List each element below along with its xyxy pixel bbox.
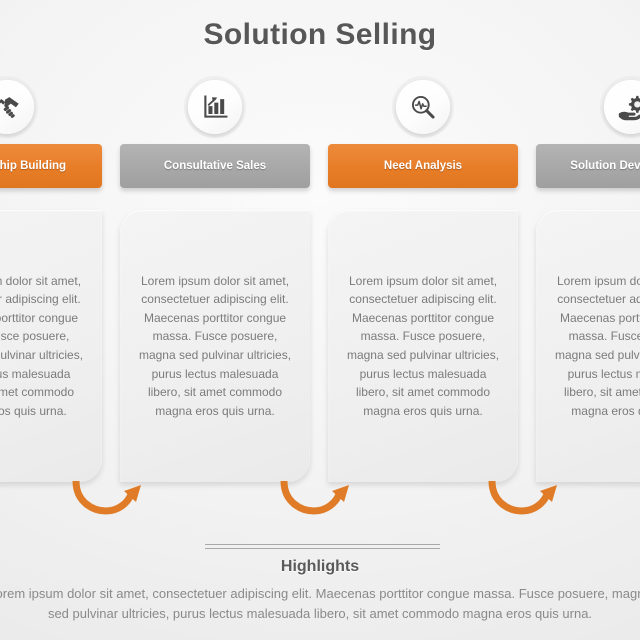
column-body-card: Lorem ipsum dolor sit amet, consectetuer… (536, 210, 640, 482)
process-columns: Relationship Building Lorem ipsum dolor … (0, 80, 640, 500)
process-column-relationship-building[interactable]: Relationship Building Lorem ipsum dolor … (0, 80, 102, 482)
column-body-text: Lorem ipsum dolor sit amet, consectetuer… (346, 273, 500, 418)
page-title: Solution Selling (203, 18, 437, 51)
connector-arrows (0, 478, 640, 522)
column-header-relationship-building[interactable]: Relationship Building (0, 144, 102, 188)
column-header-need-analysis[interactable]: Need Analysis (328, 144, 518, 188)
highlights-body-line-2: sed pulvinar ultricies, purus lectus mal… (47, 605, 593, 621)
curved-arrow-icon (483, 478, 561, 523)
gear-hand-icon (604, 80, 640, 134)
magnifier-pulse-icon (396, 80, 450, 134)
divider-line-bottom (205, 548, 440, 549)
column-body-card: Lorem ipsum dolor sit amet, consectetuer… (120, 210, 310, 482)
highlights-body: Lorem ipsum dolor sit amet, consectetuer… (0, 584, 640, 623)
column-body-text: Lorem ipsum dolor sit amet, consectetuer… (0, 273, 84, 418)
handshake-icon (0, 80, 34, 134)
highlights-divider (205, 544, 440, 549)
process-column-need-analysis[interactable]: Need Analysis Lorem ipsum dolor sit amet… (328, 80, 518, 482)
highlights-title: Highlights (280, 558, 360, 575)
column-header-solution-development[interactable]: Solution Development (536, 144, 640, 188)
process-column-consultative-sales[interactable]: Consultative Sales Lorem ipsum dolor sit… (120, 80, 310, 482)
column-header-consultative-sales[interactable]: Consultative Sales (120, 144, 310, 188)
column-body-text: Lorem ipsum dolor sit amet, consectetuer… (554, 273, 640, 418)
column-body-card: Lorem ipsum dolor sit amet, consectetuer… (0, 210, 102, 482)
column-body-card: Lorem ipsum dolor sit amet, consectetuer… (328, 210, 518, 482)
divider-line-top (205, 544, 440, 545)
column-body-text: Lorem ipsum dolor sit amet, consectetuer… (138, 273, 292, 418)
highlights-body-line-1: Lorem ipsum dolor sit amet, consectetuer… (0, 586, 640, 601)
curved-arrow-icon (67, 478, 145, 523)
process-column-solution-development[interactable]: Solution Development Lorem ipsum dolor s… (536, 80, 640, 482)
curved-arrow-icon (275, 478, 353, 523)
bar-chart-growth-icon (188, 80, 242, 134)
